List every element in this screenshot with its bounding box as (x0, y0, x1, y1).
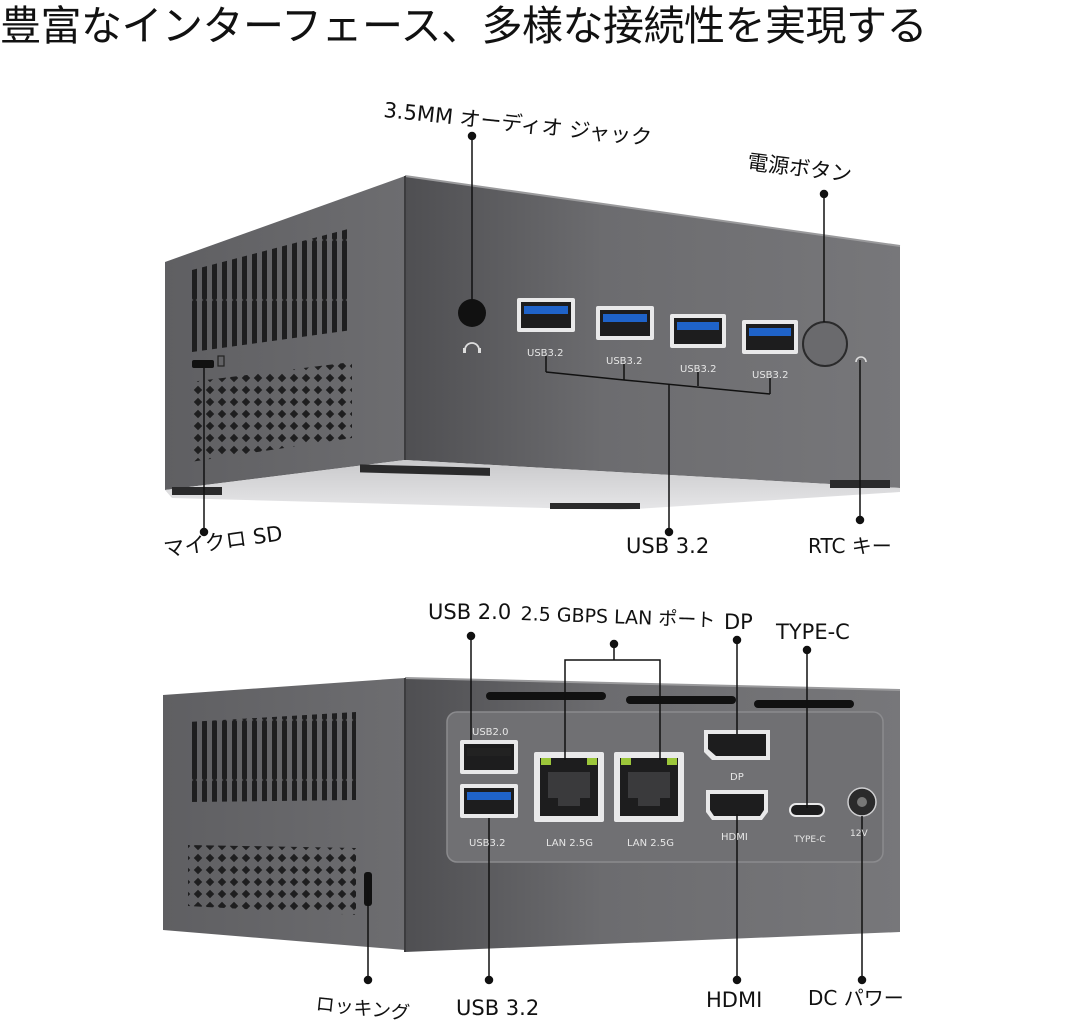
rear-top-vent-3 (754, 700, 854, 708)
rear-side-slot-vents (188, 712, 356, 802)
kensington-lock-slot[interactable] (364, 872, 372, 906)
lan2-label: LAN 2.5G (627, 838, 674, 849)
dp-port[interactable] (704, 730, 770, 760)
micro-sd-icon (217, 355, 225, 367)
rear-usb20-port[interactable] (460, 740, 518, 774)
callout-usb32-front: USB 3.2 (626, 534, 710, 558)
front-usb-label-1: USB3.2 (527, 348, 564, 359)
front-leaders (199, 131, 865, 537)
dc-label: 12V (850, 829, 868, 839)
micro-sd-slot[interactable] (192, 360, 214, 368)
rear-leaders (363, 631, 867, 985)
callout-usb20: USB 2.0 (428, 600, 512, 624)
rtc-key-icon (855, 356, 867, 363)
typec-label: TYPE-C (794, 835, 826, 845)
rear-side-diamond-vents (188, 845, 356, 915)
headphone-icon (463, 342, 481, 353)
front-usb-port-4[interactable] (742, 320, 798, 354)
dc-power-jack[interactable] (847, 787, 877, 817)
rear-top-vent-1 (486, 692, 606, 700)
audio-jack[interactable] (458, 299, 486, 327)
front-device-base (165, 460, 900, 510)
front-usb-port-3[interactable] (670, 314, 726, 348)
lan-port-2[interactable] (614, 752, 684, 822)
power-button[interactable] (802, 321, 848, 367)
front-usb-label-4: USB3.2 (752, 370, 789, 381)
front-usb-label-2: USB3.2 (606, 356, 643, 367)
front-usb-port-1[interactable] (517, 298, 575, 332)
lan-port-1[interactable] (534, 752, 604, 822)
callout-dc-power: DC パワー (808, 986, 904, 1010)
side-diamond-vents (190, 362, 352, 462)
front-device (165, 175, 901, 510)
side-slot-vents (192, 228, 352, 352)
rear-usb32-label: USB3.2 (469, 838, 506, 849)
hdmi-label: HDMI (721, 832, 748, 843)
callout-hdmi: HDMI (706, 988, 763, 1012)
callout-dp: DP (724, 610, 753, 634)
front-usb-label-3: USB3.2 (680, 364, 717, 375)
rear-usb32-port[interactable] (460, 784, 518, 818)
hdmi-port[interactable] (706, 790, 768, 820)
callout-rtc-key: RTC キー (808, 534, 892, 558)
front-usb-port-2[interactable] (596, 306, 654, 340)
callout-usb32-rear: USB 3.2 (456, 996, 540, 1020)
callout-typec: TYPE-C (776, 620, 850, 644)
lan1-label: LAN 2.5G (546, 838, 593, 849)
headline: 豊富なインターフェース、多様な接続性を実現する (0, 2, 928, 50)
dp-label: DP (730, 772, 744, 783)
rear-top-vent-2 (626, 696, 736, 704)
rear-device (163, 677, 901, 952)
rear-usb20-label: USB2.0 (472, 727, 509, 738)
